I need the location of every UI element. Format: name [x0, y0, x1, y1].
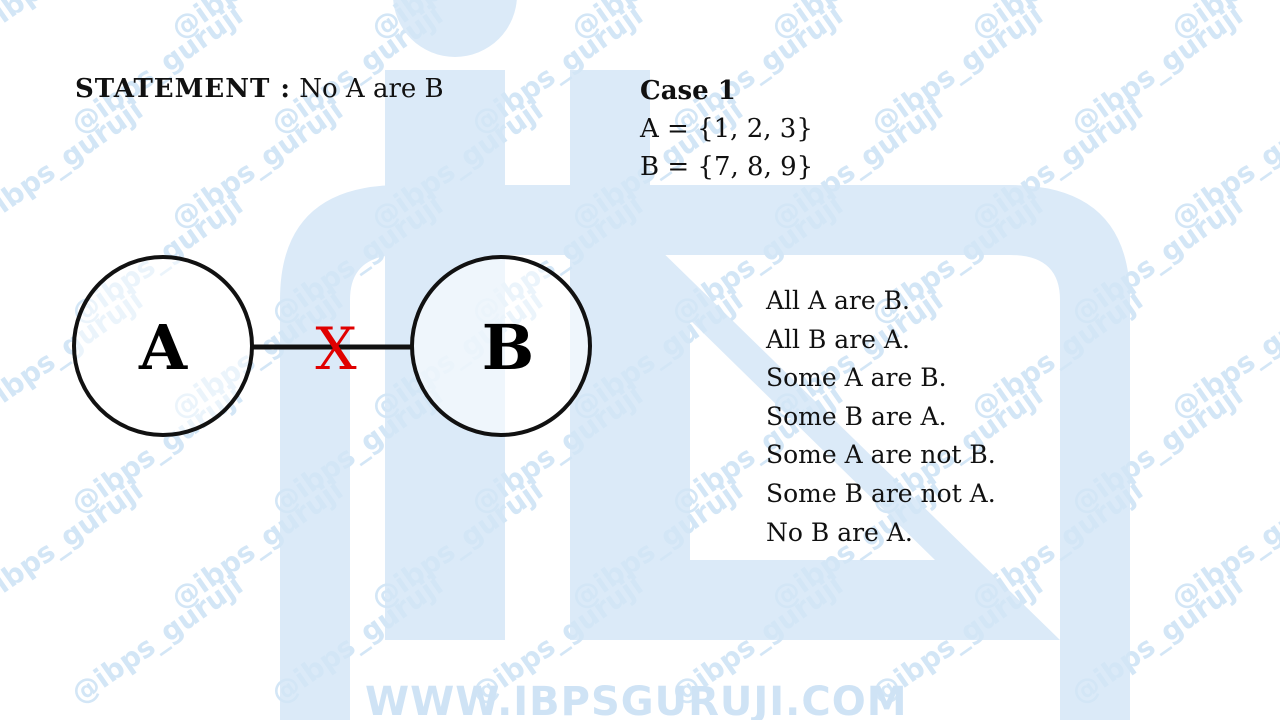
circle-a-label: A	[138, 311, 188, 384]
set-b-definition: B = {7, 8, 9}	[640, 152, 814, 182]
conclusion-item: No B are A.	[766, 517, 913, 547]
conclusion-item: Some A are B.	[766, 363, 947, 393]
logo-dot	[393, 0, 517, 57]
watermark-logo	[280, 0, 1130, 720]
watermark-handle-text: @ibps_guruji	[65, 568, 249, 710]
venn-diagram: A B X	[72, 255, 592, 437]
conclusion-item: Some B are A.	[766, 401, 947, 431]
set-a-definition: A = {1, 2, 3}	[640, 114, 813, 144]
circle-a	[72, 255, 254, 437]
logo-triangle	[650, 240, 1060, 640]
statement: STATEMENT : No A are B	[75, 72, 444, 106]
statement-text: No A are B	[299, 74, 444, 104]
conclusion-item: All A are B.	[766, 286, 910, 315]
case-block: Case 1 A = {1, 2, 3} B = {7, 8, 9}	[640, 72, 813, 186]
watermark-handle-text: @ibps_guruji	[0, 0, 149, 46]
circle-b	[410, 255, 592, 437]
logo-stroke	[280, 185, 1130, 720]
conclusion-item: All B are A.	[766, 324, 910, 354]
conclusion-item: Some B are not A.	[766, 478, 996, 508]
no-relation-cross: X	[315, 315, 357, 383]
statement-label: STATEMENT :	[75, 74, 291, 104]
conclusion-item: Some A are not B.	[766, 440, 996, 470]
watermark-site-text: WWW.IBPSGURUJI.COM	[365, 679, 908, 720]
case-title: Case 1	[640, 76, 736, 106]
conclusion-list: All A are B. All B are A. Some A are B. …	[766, 282, 996, 552]
circle-b-label: B	[482, 311, 534, 384]
